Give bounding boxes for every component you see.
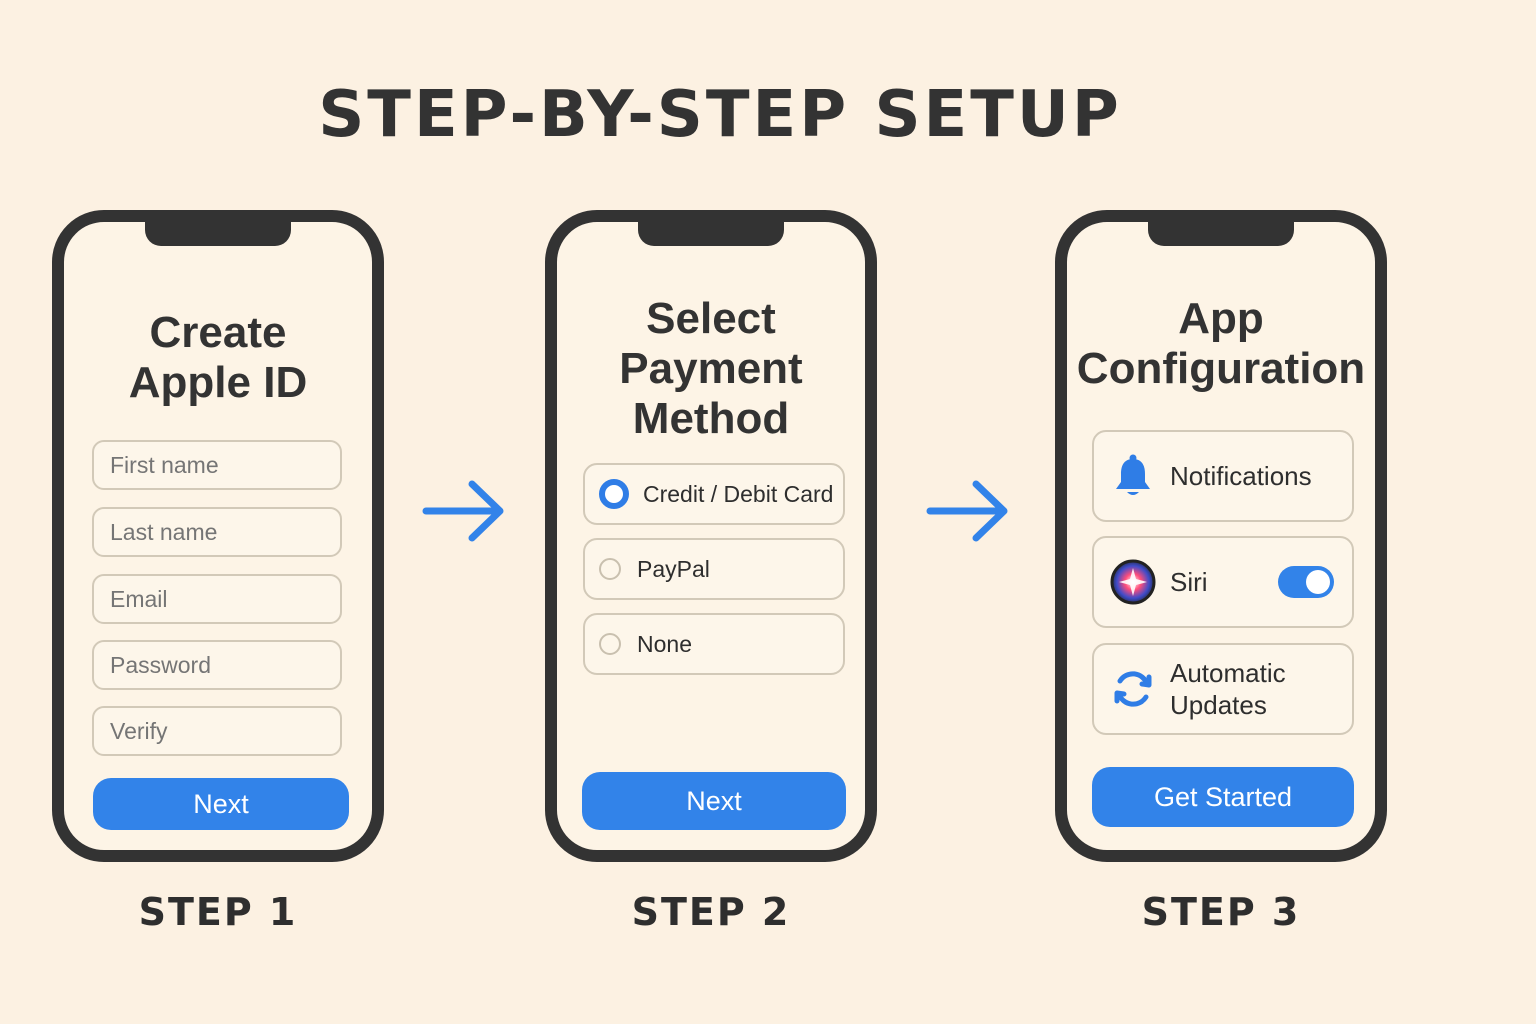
screen-title-line: Payment <box>619 344 803 393</box>
payment-option-none[interactable]: None <box>583 613 845 675</box>
screen-title-line: Create <box>149 308 287 357</box>
screen-title: Create Apple ID <box>64 308 372 408</box>
get-started-button[interactable]: Get Started <box>1092 767 1354 827</box>
setting-label-line: Automatic <box>1170 658 1286 688</box>
arrow-right-icon <box>926 480 1008 542</box>
phone-step-3: App Configuration Notifications <box>1055 210 1387 862</box>
page-title: STEP-BY-STEP SETUP <box>318 78 1122 152</box>
siri-icon <box>1110 559 1156 605</box>
arrow-right-icon <box>422 480 504 542</box>
setting-notifications[interactable]: Notifications <box>1092 430 1354 522</box>
setting-label: Automatic Updates <box>1170 657 1286 721</box>
password-field[interactable] <box>92 640 342 690</box>
phone-step-2: Select Payment Method Credit / Debit Car… <box>545 210 877 862</box>
siri-toggle[interactable] <box>1278 566 1334 598</box>
screen-title-line: Apple ID <box>128 358 308 407</box>
phone-notch <box>1148 220 1294 246</box>
setting-automatic-updates[interactable]: Automatic Updates <box>1092 643 1354 735</box>
payment-option-card[interactable]: Credit / Debit Card <box>583 463 845 525</box>
screen-title-line: App <box>1178 294 1264 343</box>
screen-title-line: Configuration <box>1076 344 1366 393</box>
step-label-2: STEP 2 <box>631 890 791 934</box>
bell-icon <box>1110 453 1156 499</box>
setting-label-line: Updates <box>1170 690 1267 720</box>
option-label: PayPal <box>637 555 710 582</box>
verify-password-field[interactable] <box>92 706 342 756</box>
option-label: Credit / Debit Card <box>643 480 834 507</box>
step-label-1: STEP 1 <box>138 890 298 934</box>
setting-label: Notifications <box>1170 460 1312 491</box>
payment-option-paypal[interactable]: PayPal <box>583 538 845 600</box>
last-name-field[interactable] <box>92 507 342 557</box>
option-label: None <box>637 630 692 657</box>
next-button[interactable]: Next <box>582 772 846 830</box>
phone-notch <box>145 220 291 246</box>
screen-title: App Configuration <box>1067 294 1375 394</box>
radio-icon[interactable] <box>599 633 621 655</box>
phone-notch <box>638 220 784 246</box>
phone-step-1: Create Apple ID Next <box>52 210 384 862</box>
screen-title-line: Method <box>632 394 790 443</box>
next-button[interactable]: Next <box>93 778 349 830</box>
setting-label: Siri <box>1170 566 1208 597</box>
screen-title: Select Payment Method <box>557 294 865 444</box>
first-name-field[interactable] <box>92 440 342 490</box>
email-field[interactable] <box>92 574 342 624</box>
step-label-3: STEP 3 <box>1141 890 1301 934</box>
radio-icon[interactable] <box>599 558 621 580</box>
sync-icon <box>1110 666 1156 712</box>
screen-title-line: Select <box>646 294 776 343</box>
setting-siri[interactable]: Siri <box>1092 536 1354 628</box>
radio-selected-icon[interactable] <box>599 479 629 509</box>
